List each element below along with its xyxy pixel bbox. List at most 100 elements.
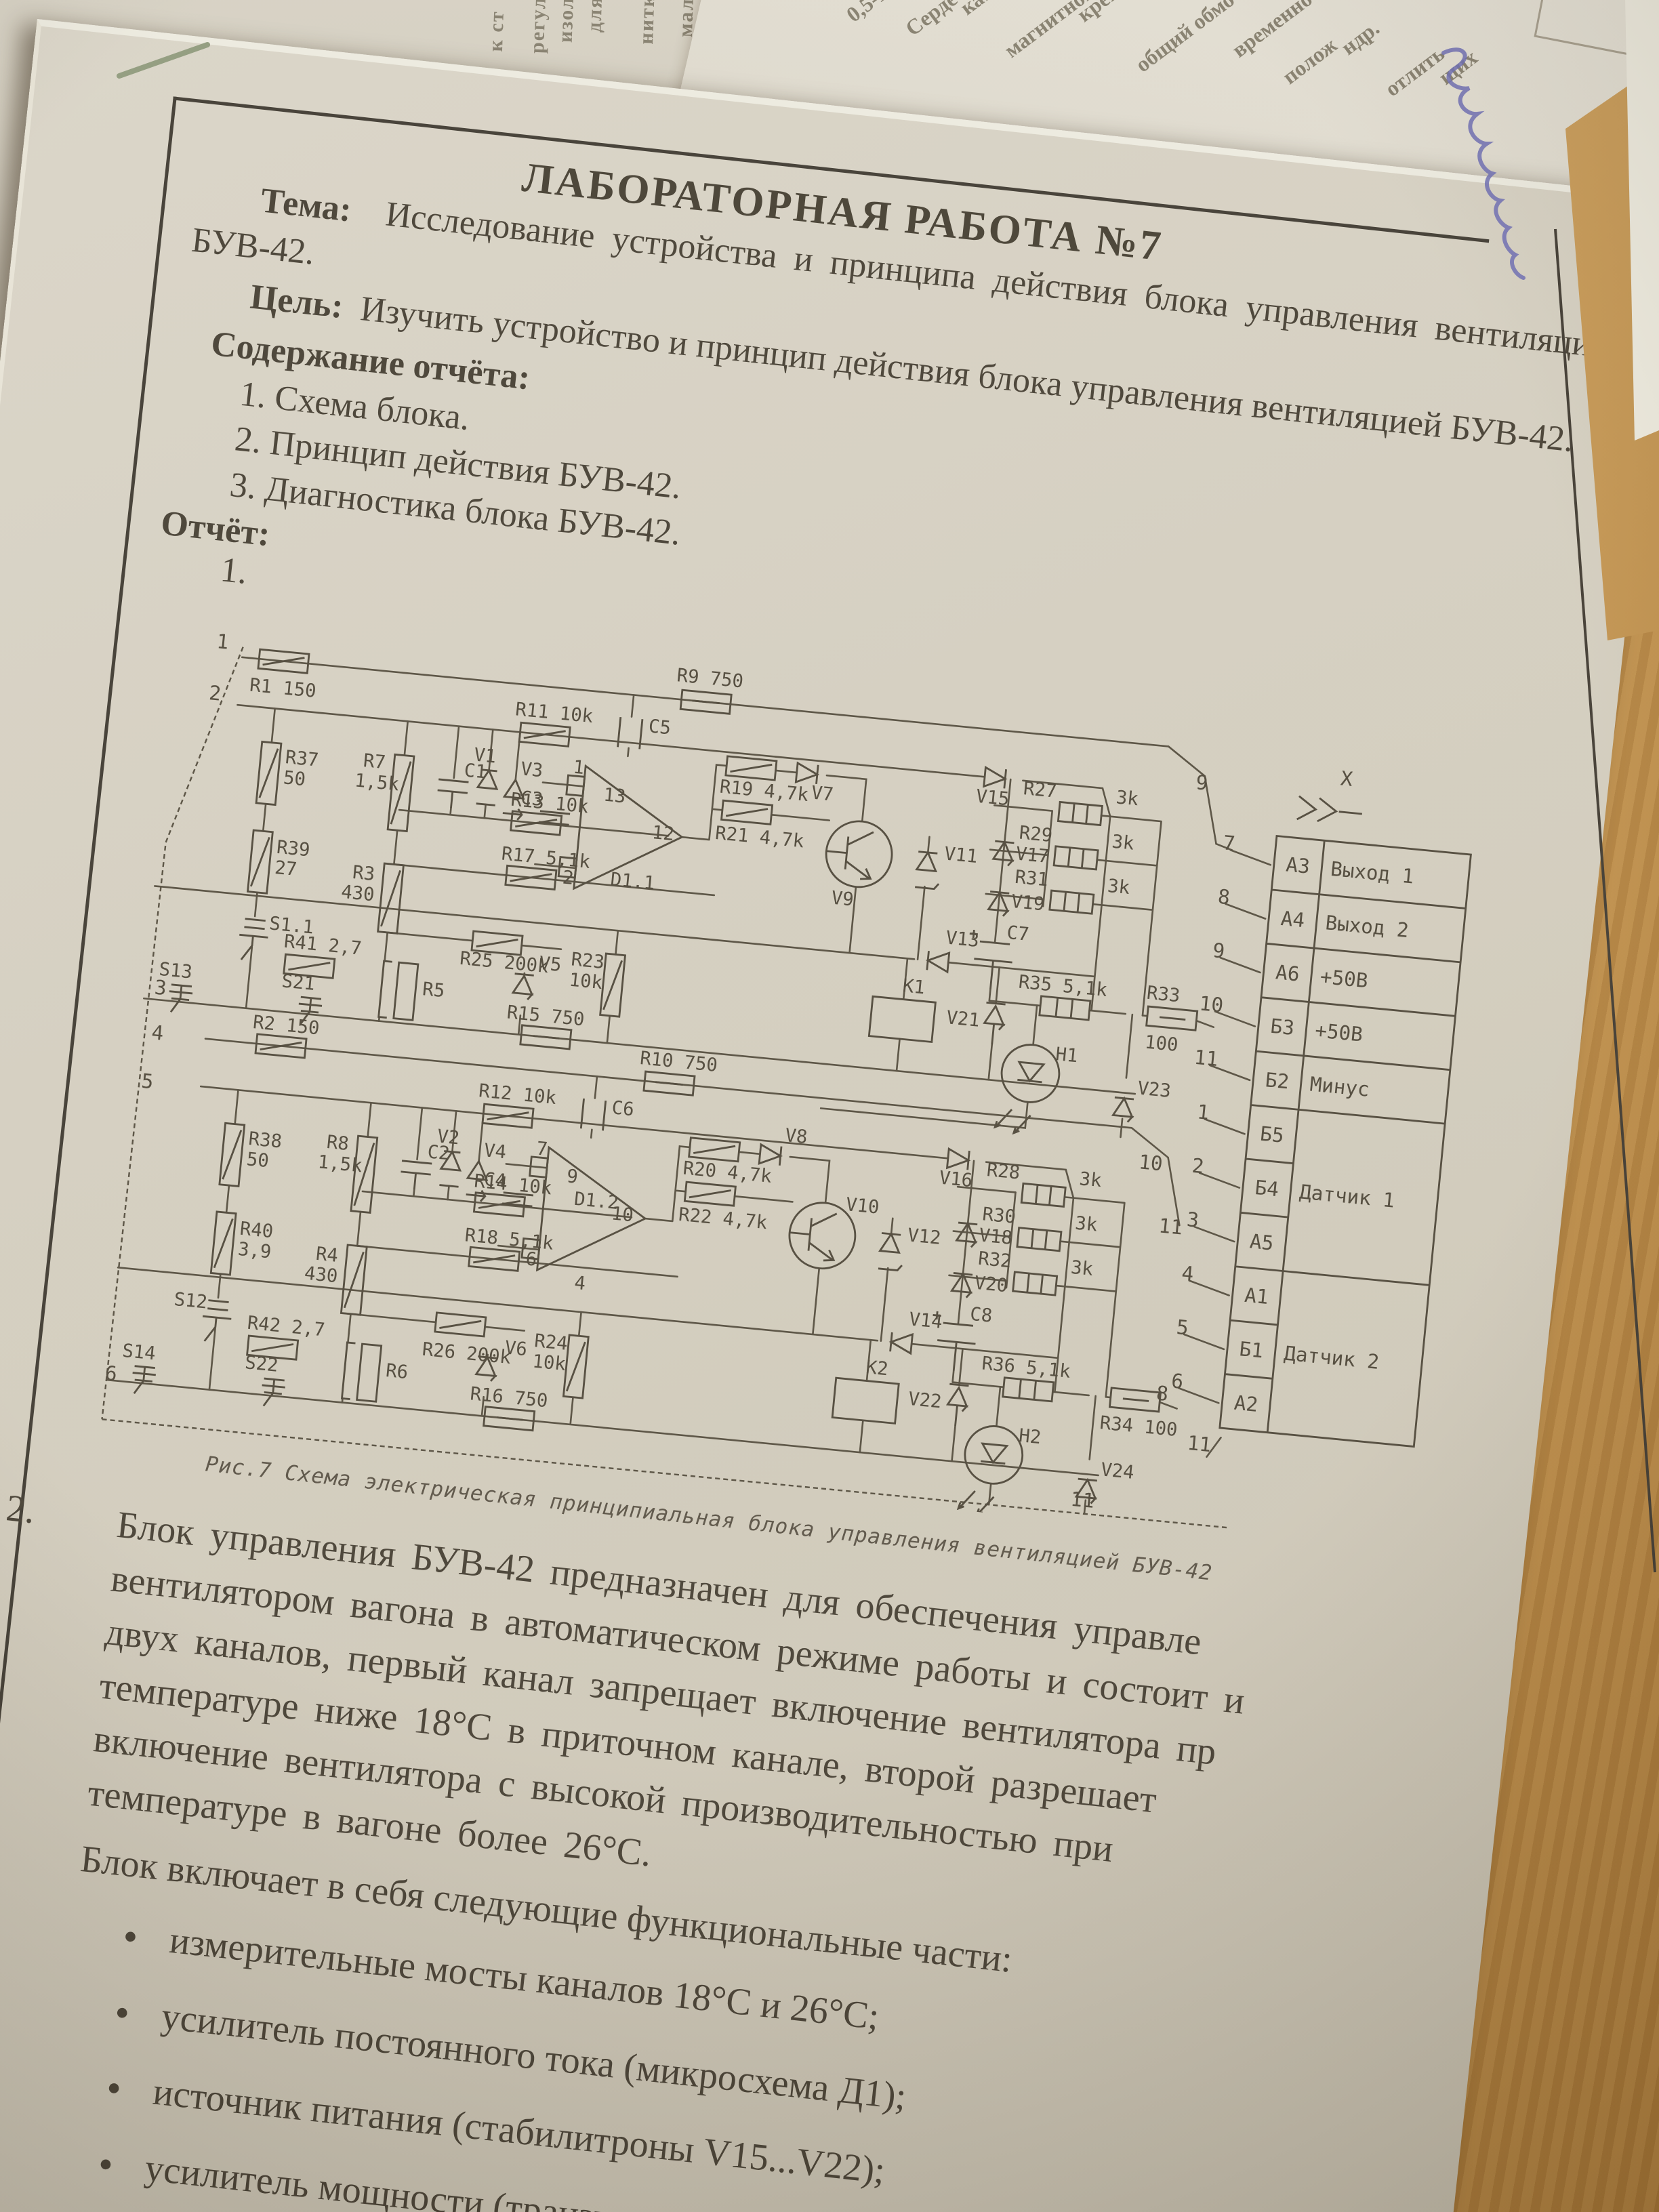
node-label: 11: [1158, 1214, 1183, 1240]
sch-label: 2: [562, 867, 575, 889]
sch-label: V3: [520, 759, 544, 782]
pin-code: А3: [1285, 853, 1311, 878]
sensor-symbol: [202, 1299, 232, 1343]
sch-label: V11: [943, 844, 979, 868]
sch-label: 10k: [568, 970, 603, 994]
pin-label: +50В: [1319, 965, 1369, 993]
sch-label: S21: [281, 971, 316, 996]
sch-label: 10k: [531, 1351, 567, 1376]
resistor: [470, 930, 524, 956]
sch-label: R30: [981, 1204, 1017, 1229]
bullet-icon: ●: [106, 2074, 123, 2102]
transistor: [788, 1202, 857, 1270]
resistor: [1048, 889, 1095, 916]
capacitor: [437, 778, 469, 808]
capacitor: [539, 810, 571, 826]
sch-label: S12: [173, 1289, 208, 1313]
capacitor: [401, 1160, 432, 1190]
lead-number: 3: [1186, 1208, 1200, 1232]
sch-label: 3k: [1107, 876, 1131, 899]
document-page: ЛАБОРАТОРНАЯ РАБОТА №7 Тема: Исследовани…: [0, 19, 1659, 2212]
sch-label: V20: [973, 1273, 1008, 1297]
capacitor: [933, 1311, 976, 1371]
sch-label: 7: [535, 1139, 548, 1160]
sch-label: R28: [986, 1160, 1021, 1184]
sch-label: R40: [239, 1218, 274, 1243]
wires-channel2: [106, 1038, 1181, 1515]
resistor: [562, 1334, 590, 1399]
resistor: [209, 1210, 237, 1276]
led-lamp: [956, 1425, 1024, 1517]
connector-x-label: X: [1340, 767, 1354, 792]
sch-label: 3k: [1111, 832, 1135, 855]
pin-code: А6: [1275, 961, 1300, 986]
lead-number: 8: [1217, 885, 1231, 909]
sch-label: 1,5k: [354, 771, 400, 796]
diode: [758, 1143, 783, 1166]
resistor: [1145, 1005, 1199, 1032]
cel-label: Цель:: [248, 277, 346, 327]
zener-diode: [474, 1355, 497, 1382]
resistor: [340, 1244, 368, 1317]
capacitor: [579, 1099, 607, 1131]
paragraph-2-number: 2.: [4, 1487, 37, 1532]
pin-label: +50В: [1314, 1019, 1364, 1046]
sch-label: V24: [1100, 1460, 1135, 1484]
resistor: [1002, 1376, 1055, 1403]
resistor: [518, 722, 571, 748]
pin-code: Б5: [1259, 1122, 1285, 1147]
sch-label: R32: [977, 1248, 1012, 1273]
sch-label: R4: [315, 1244, 340, 1267]
resistor: [350, 1134, 379, 1214]
lead-number: 1: [1196, 1101, 1210, 1125]
print-fragment: ндр.: [1336, 15, 1384, 60]
print-fragment: катушк: [956, 0, 1030, 20]
sch-label: 430: [340, 882, 375, 906]
sch-label: 3k: [1070, 1257, 1094, 1280]
zener-diode: [991, 840, 1015, 867]
print-fragment: общий обмо: [1130, 0, 1239, 77]
sch-label: R33: [1146, 983, 1181, 1007]
sch-label: 4: [573, 1273, 586, 1294]
zener-diode: [983, 1002, 1006, 1045]
zener-diode: [914, 851, 940, 890]
sch-label: S22: [244, 1353, 279, 1377]
sch-label: 3k: [1074, 1213, 1099, 1236]
sch-label: R3: [352, 862, 376, 885]
block-outline: [101, 647, 1228, 1529]
diode: [794, 761, 820, 785]
print-fragment: полож: [1277, 32, 1342, 89]
sensor-symbol: [298, 996, 323, 1025]
resistor: [1108, 1387, 1162, 1413]
sch-label: V4: [483, 1141, 508, 1164]
bullet-icon: ●: [114, 1999, 131, 2026]
resistor: [688, 1136, 741, 1163]
sch-label: D1.2: [573, 1189, 619, 1214]
print-fragment: регул: [525, 0, 550, 54]
handwriting-blue: [1441, 47, 1525, 280]
pin-label-span: Датчик 1: [1298, 1181, 1396, 1212]
sch-label: 13: [602, 785, 627, 808]
resistor: [377, 862, 405, 935]
pin-label: Выход 2: [1324, 912, 1410, 943]
sch-label: R38: [247, 1128, 283, 1153]
print-fragment: ниткой: [634, 0, 660, 45]
sch-label: R29: [1018, 823, 1053, 847]
sch-label: 50: [283, 768, 307, 791]
pin-code: А2: [1233, 1391, 1259, 1416]
lead-number: 7: [1222, 832, 1236, 856]
resistor: [255, 741, 283, 806]
resistor: [386, 754, 415, 833]
resistor: [481, 1103, 535, 1130]
opamp: [557, 764, 684, 890]
sch-label: R37: [285, 747, 320, 771]
capacitor: [501, 1191, 534, 1208]
sch-label: R16 750: [469, 1384, 548, 1412]
sch-label: R27: [1023, 778, 1058, 802]
pin-label: Выход 1: [1330, 857, 1415, 888]
sch-label: S1.1: [268, 914, 314, 939]
zener-diode: [955, 1221, 978, 1248]
diode: [983, 766, 1008, 789]
node-label: 11: [1069, 1488, 1095, 1513]
